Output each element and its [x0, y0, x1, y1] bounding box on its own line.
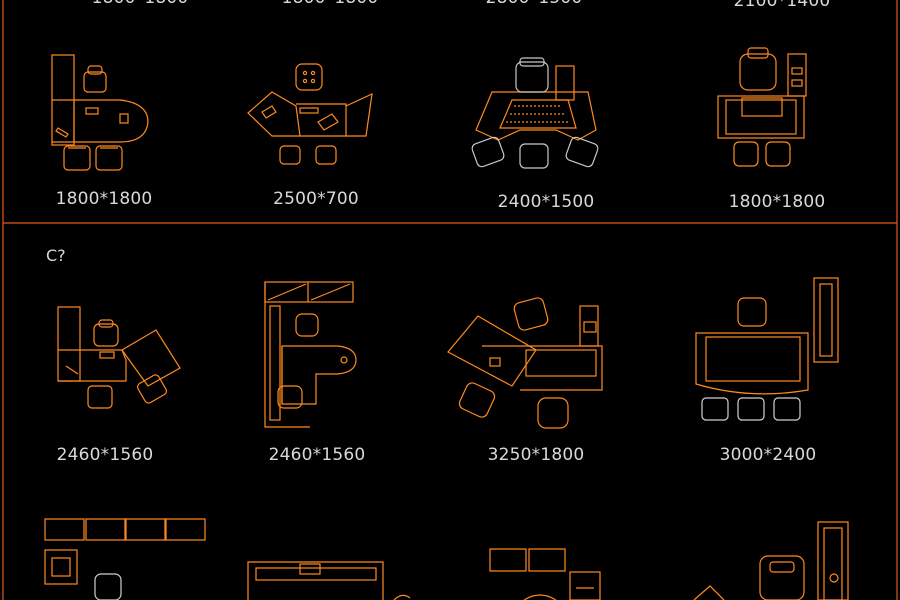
- dimension-label: 1800*1800: [55, 189, 153, 209]
- dimension-label: 2460*1560: [56, 445, 154, 465]
- desk-layout-r3-4: [693, 521, 849, 600]
- desk-layout-r3-3: [489, 548, 601, 600]
- desk-layout-r1-4: [717, 47, 807, 167]
- desk-layout-r3-2: [247, 561, 411, 600]
- dimension-label: 1800*1800: [282, 0, 379, 8]
- dimension-label: 1800*1800: [728, 192, 826, 212]
- dimension-label: 1800*1800: [92, 0, 189, 8]
- desk-layout-r1-2: [247, 63, 373, 165]
- desk-layout-r1-1: [51, 54, 149, 171]
- desk-layout-r2-3: [447, 297, 603, 429]
- desk-layout-r2-4: [695, 277, 839, 421]
- dimension-label: 3250*1800: [487, 445, 585, 465]
- dimension-label: 3000*2400: [719, 445, 817, 465]
- dimension-label: 2500*700: [273, 189, 359, 209]
- desk-layout-r3-1: [44, 518, 206, 600]
- dimension-label: 2100*1400: [733, 0, 831, 11]
- desk-layout-r1-3: [471, 57, 599, 169]
- desk-layout-r2-2: [264, 281, 357, 428]
- dimension-label: 2400*1500: [497, 192, 595, 212]
- dimension-label: 2800*1500: [486, 0, 583, 8]
- dimension-label: 2460*1560: [268, 445, 366, 465]
- desk-layout-r2-1: [57, 306, 181, 409]
- section-label: C?: [46, 246, 66, 265]
